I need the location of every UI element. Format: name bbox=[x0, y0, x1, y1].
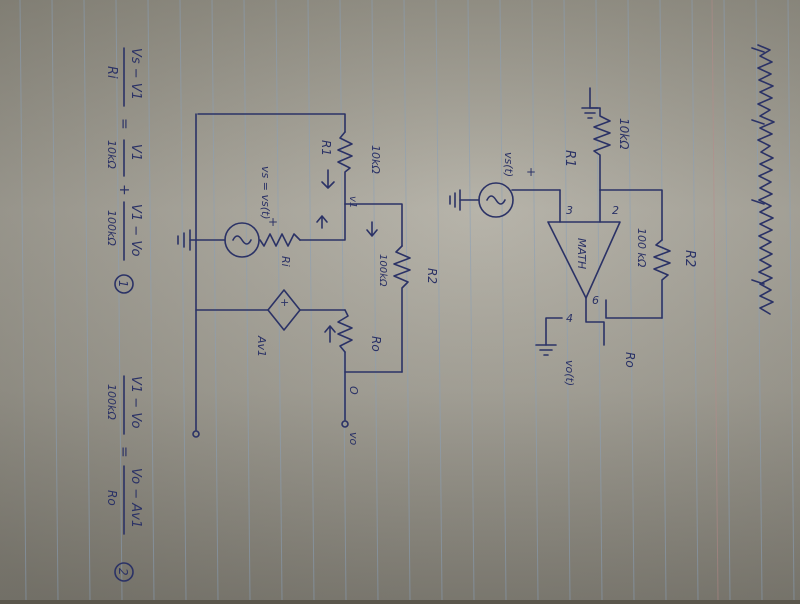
c1-pin6: 6 bbox=[592, 294, 599, 307]
c1-opamp-label: MATH bbox=[575, 238, 588, 269]
resistor-ri-c2 bbox=[259, 233, 301, 247]
current-arrow-r1 bbox=[321, 169, 335, 189]
resistor-r2-c1 bbox=[653, 239, 671, 319]
wire-c2-v1-down bbox=[299, 203, 346, 241]
eq2-lhs-den: 100kΩ bbox=[105, 384, 118, 420]
equation-1: Vs − V1 Ri = V1 10kΩ + V1 − Vo 100kΩ 1 bbox=[104, 47, 143, 294]
margin-line bbox=[711, 0, 719, 601]
eq1-plus: + bbox=[116, 184, 132, 196]
eq1-lhs-den: Ri bbox=[104, 66, 119, 79]
circuit-2-equivalent: 10kΩ R1 v1 vs = vs(t) + Ri R2 100kΩ Ro O… bbox=[177, 113, 439, 446]
eq2-number: 2 bbox=[116, 568, 130, 576]
wire-node-to-r2 bbox=[599, 189, 663, 241]
wire-output-feedback bbox=[605, 299, 663, 319]
terminal-left bbox=[192, 430, 200, 438]
c1-vo-label: vo(t) bbox=[563, 360, 576, 386]
equation-2: V1 − Vo 100kΩ = Vo − Av1 Ro 2 bbox=[105, 375, 143, 582]
c1-r2-value: 100 kΩ bbox=[635, 228, 648, 268]
c2-v1-label: v1 bbox=[347, 196, 358, 208]
c2-node-o: O bbox=[347, 386, 360, 395]
c1-source-plus: + bbox=[526, 165, 536, 179]
c1-pin4: 4 bbox=[566, 312, 573, 325]
c1-r1-label: R1 bbox=[562, 150, 577, 167]
ground-symbol-3 bbox=[535, 344, 557, 356]
eq2-equals: = bbox=[116, 446, 132, 458]
wire-pin4-ground bbox=[545, 317, 563, 346]
opamp-triangle bbox=[547, 221, 621, 299]
c1-source-label: vs(t) bbox=[502, 152, 515, 177]
c2-vs-plus: + bbox=[268, 215, 278, 229]
c2-ro-label: Ro bbox=[369, 336, 383, 352]
ground-symbol-4 bbox=[177, 229, 191, 251]
eq1-equals: = bbox=[116, 118, 132, 130]
current-arrow-ro bbox=[324, 325, 336, 343]
c1-pin3: 3 bbox=[566, 204, 573, 217]
c1-r1-value: 10kΩ bbox=[617, 118, 631, 150]
eq2-rhs-den: Ro bbox=[105, 490, 119, 506]
eq1-rhs1-den: 10kΩ bbox=[105, 140, 118, 169]
eq2-lhs-num: V1 − Vo bbox=[128, 376, 143, 428]
eq1-lhs-num: Vs − V1 bbox=[128, 48, 143, 100]
wire-pin6-out bbox=[585, 297, 605, 346]
c2-r1-value: 10kΩ bbox=[369, 145, 382, 174]
ground-symbol-2 bbox=[449, 189, 461, 211]
eq1-rhs1-num: V1 bbox=[128, 144, 143, 161]
eq1-rhs2-den: 100kΩ bbox=[105, 210, 118, 246]
dependent-source-diamond bbox=[267, 289, 301, 331]
eq2-rhs-num: Vo − Av1 bbox=[128, 468, 143, 528]
c2-vo-terminal: vo bbox=[347, 432, 360, 446]
resistor-r1-c2 bbox=[337, 131, 353, 205]
wire-c2-dep-ground bbox=[195, 113, 269, 311]
resistor-ro-c2 bbox=[337, 309, 353, 353]
resistor-r1-c1 bbox=[593, 107, 611, 191]
c2-dep-label: Av1 bbox=[255, 335, 268, 357]
ruled-lines bbox=[19, 0, 795, 601]
scribbled-heading bbox=[751, 44, 775, 315]
wire-c2-top bbox=[197, 113, 346, 133]
ground-symbol-1 bbox=[581, 87, 599, 119]
eq1-rhs2-num: V1 − Vo bbox=[128, 204, 143, 256]
c2-ri-label: Ri bbox=[279, 256, 292, 267]
c2-r2-value: 100kΩ bbox=[377, 254, 388, 287]
wire-c2-ro bbox=[344, 351, 403, 373]
c2-r1-label: R1 bbox=[319, 140, 333, 156]
resistor-r2-c2 bbox=[393, 245, 411, 373]
c1-pin2: 2 bbox=[612, 204, 619, 217]
c1-r2-label: R2 bbox=[682, 250, 697, 267]
c2-vs-label: vs = vs(t) bbox=[259, 166, 272, 220]
current-arrow-ri bbox=[316, 215, 328, 229]
terminal-vo bbox=[341, 420, 349, 428]
c2-r2-label: R2 bbox=[425, 268, 439, 284]
eq1-number: 1 bbox=[116, 280, 130, 288]
c2-dep-plus: + bbox=[280, 296, 289, 309]
current-arrow-r2 bbox=[366, 221, 378, 237]
wire-c2-node-v1 bbox=[344, 203, 403, 247]
c1-ro-label: Ro bbox=[623, 352, 637, 368]
circuit-1-opamp: R1 10kΩ R2 100 kΩ vs(t) + MATH 2 3 6 4 R… bbox=[449, 87, 697, 386]
